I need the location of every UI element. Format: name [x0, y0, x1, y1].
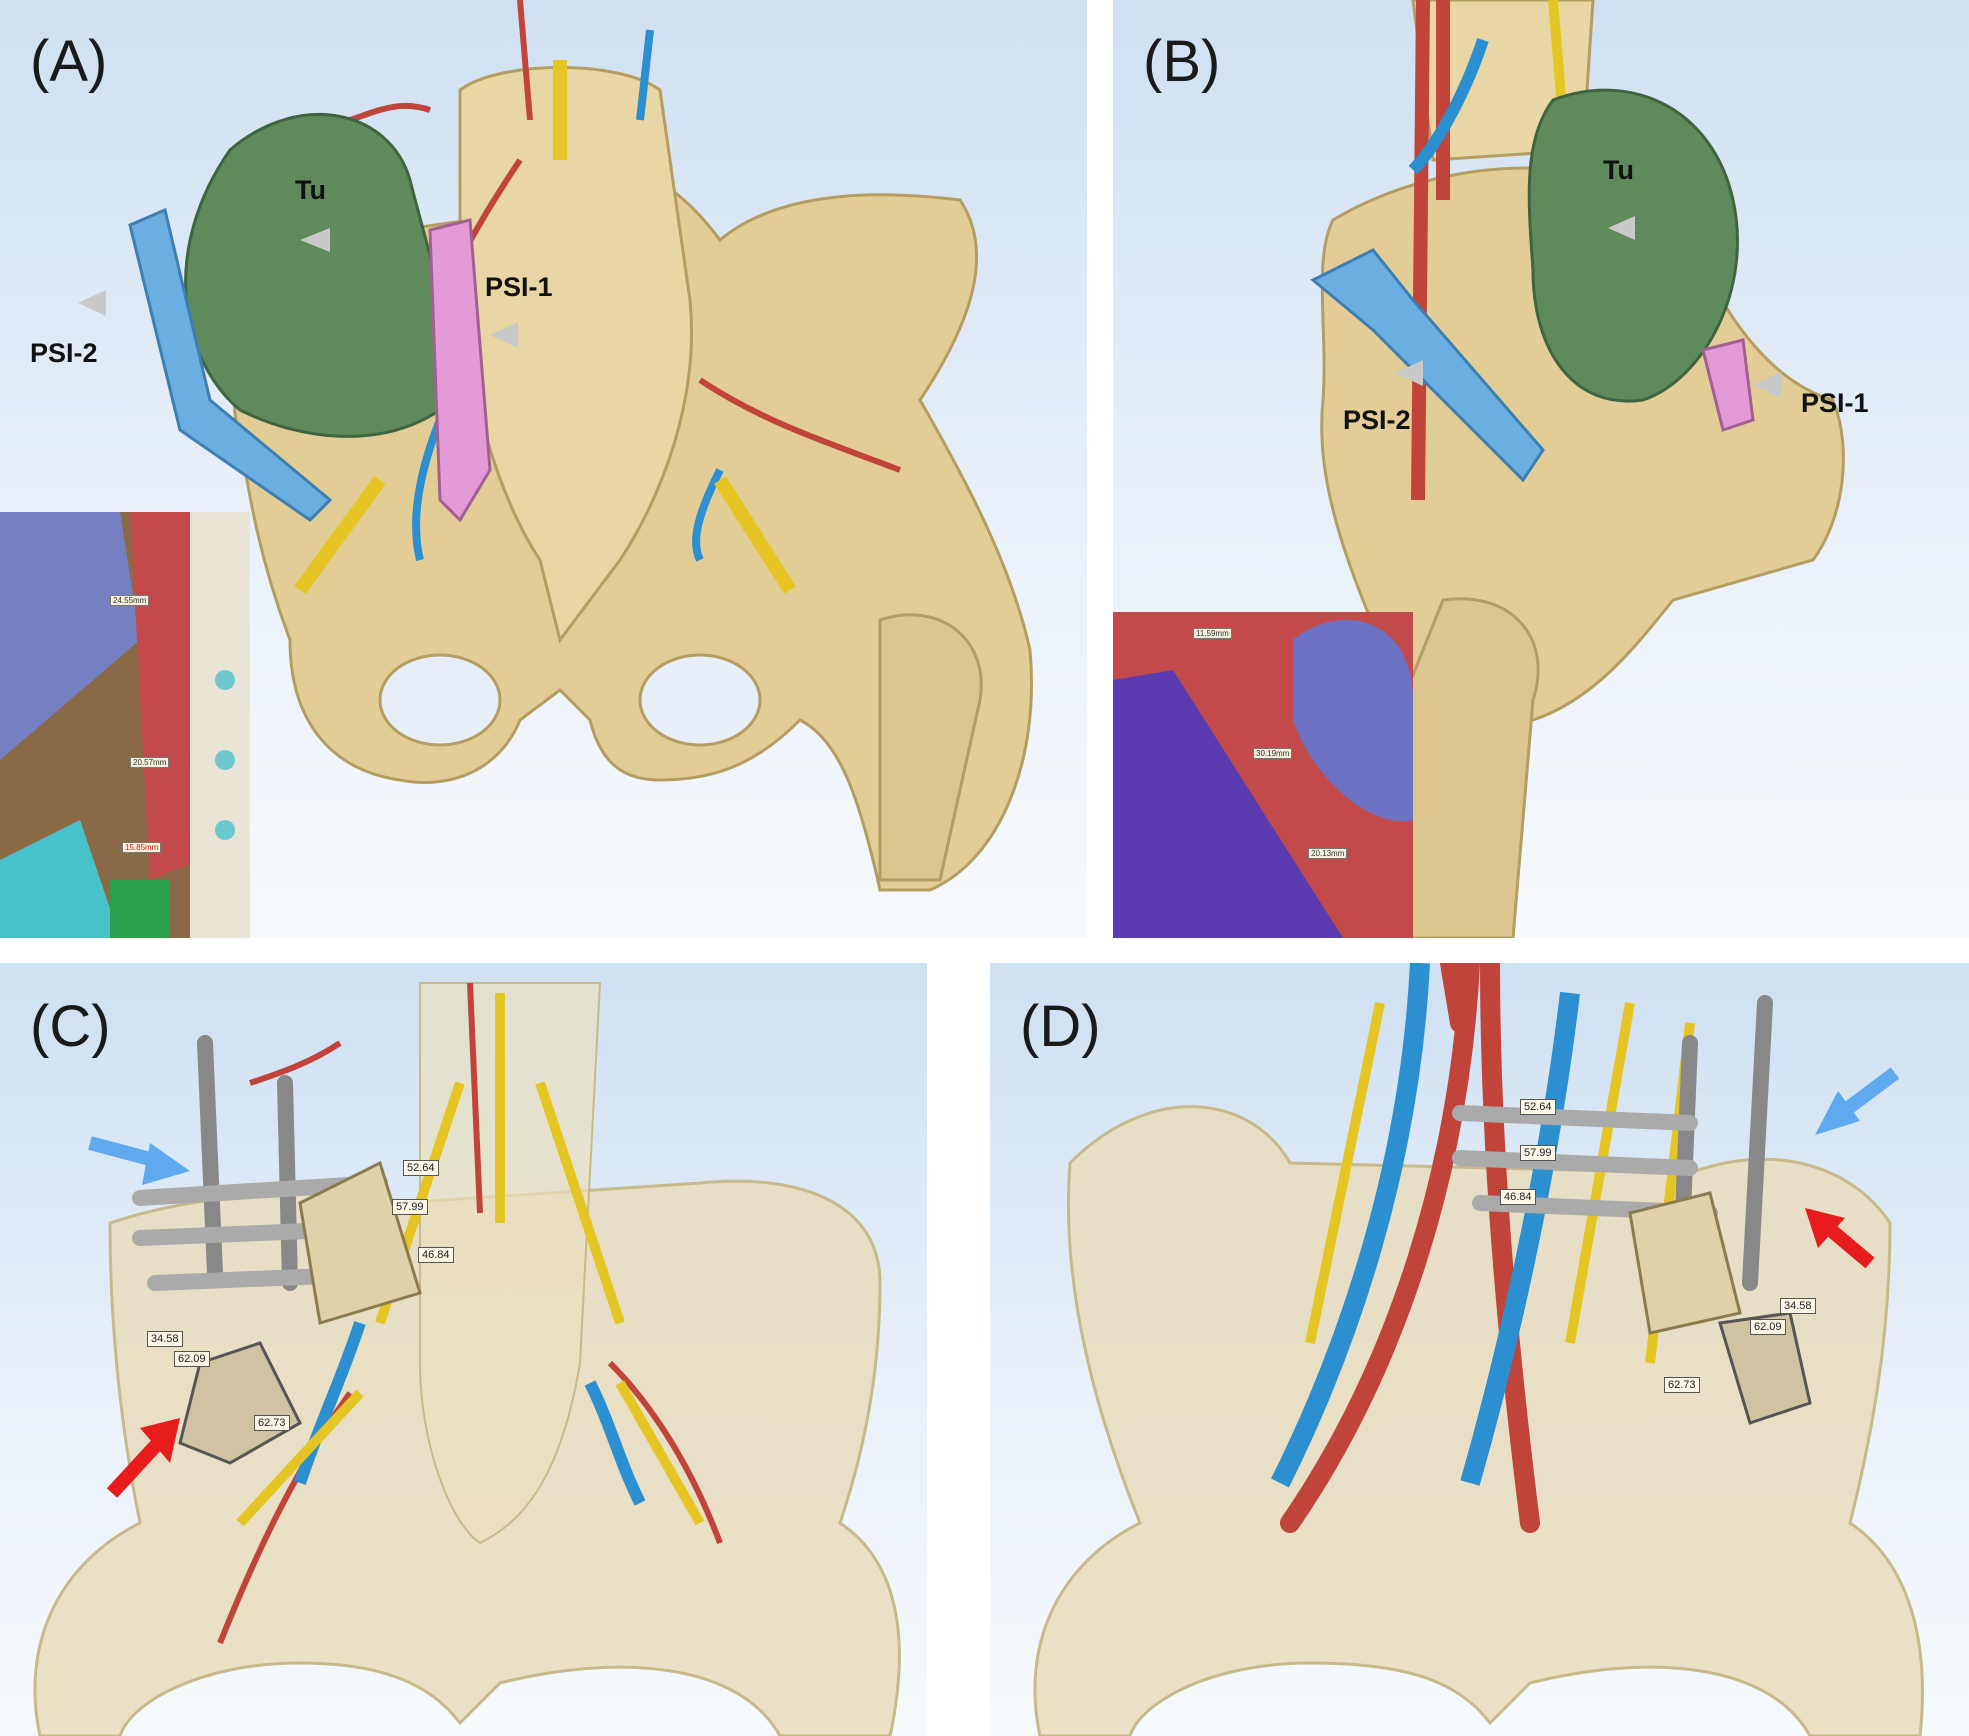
measurement-box: 57.99 [392, 1199, 428, 1215]
psi-1-pointer [1753, 372, 1781, 398]
blue-arrow [1815, 1067, 1900, 1135]
panel-b: (B) Tu PSI-1 PSI-2 11.59mm 30.19mm 20.13… [1113, 0, 1969, 938]
measurement-box: 34.58 [147, 1331, 183, 1347]
vein [1271, 963, 1580, 1488]
psi-2-label: PSI-2 [30, 338, 98, 368]
psi-1-guide [1701, 338, 1755, 432]
psi-1-guide [428, 218, 492, 523]
panel-a: (A) Tu PSI-1 PSI-2 24.55mm 20.57mm 15.85… [0, 0, 1087, 938]
psi-1-label: PSI-1 [1801, 388, 1869, 418]
cutting-guide [1718, 1311, 1812, 1425]
artery [1411, 0, 1450, 501]
cutting-guide [178, 1341, 302, 1465]
resection-block [298, 1160, 422, 1325]
psi-1-pointer [490, 322, 518, 348]
panel-b-label: (B) [1143, 29, 1221, 94]
panel-b-inset [1113, 612, 1413, 938]
panel-a-inset [0, 512, 250, 938]
vein [412, 29, 724, 562]
red-arrow [106, 1418, 180, 1498]
measurement-box: 52.64 [1520, 1099, 1556, 1115]
right-obturator-foramen [638, 653, 762, 747]
vein [1408, 38, 1489, 175]
psi-2-pointer [1395, 360, 1423, 386]
tu-pointer [1608, 216, 1635, 240]
inset-measurement: 15.85mm [122, 842, 162, 853]
panel-c-illustration [33, 982, 901, 1736]
inset-measurement: 20.57mm [130, 757, 170, 768]
red-arrow [1805, 1208, 1875, 1269]
measurement-box: 46.84 [1500, 1189, 1536, 1205]
panel-c: (C) 52.64 57.99 46.84 34.58 62.09 62.73 [0, 963, 927, 1736]
tumor-label: Tu [1603, 155, 1634, 185]
left-obturator-foramen [378, 653, 502, 747]
fixation-rods [1452, 995, 1773, 1291]
tumor [1527, 88, 1739, 403]
inset-measurement: 30.19mm [1253, 748, 1293, 759]
inset-measurement: 20.13mm [1308, 848, 1348, 859]
panel-c-label: (C) [30, 994, 111, 1059]
measurement-box: 62.09 [1750, 1319, 1786, 1335]
measurement-box: 34.58 [1780, 1298, 1816, 1314]
psi-2-pointer [78, 290, 106, 316]
tu-pointer [300, 228, 330, 252]
panel-d-illustration [1033, 963, 1924, 1736]
panel-b-illustration [1113, 0, 1845, 938]
psi-1-label: PSI-1 [485, 272, 553, 302]
artery [1280, 963, 1540, 1533]
psi-2-guide [128, 207, 333, 522]
psi-2-label: PSI-2 [1343, 405, 1411, 435]
panel-a-illustration [0, 0, 1034, 938]
panel-d-label: (D) [1020, 994, 1101, 1059]
femur [878, 613, 983, 882]
nerve [236, 993, 705, 1527]
measurement-box: 62.73 [1664, 1377, 1700, 1393]
inset-measurement: 11.59mm [1193, 628, 1232, 639]
measurement-box: 52.64 [403, 1160, 439, 1176]
tumor [184, 112, 449, 438]
measurement-box: 62.73 [254, 1415, 290, 1431]
femur [1401, 597, 1540, 938]
blue-arrow [88, 1136, 190, 1185]
measurement-box: 57.99 [1520, 1145, 1556, 1161]
measurement-box: 62.09 [174, 1351, 210, 1367]
nerve [294, 60, 796, 595]
resection-block [1628, 1191, 1742, 1335]
psi-2-guide [1310, 248, 1545, 483]
panel-a-label: (A) [30, 29, 108, 94]
artery [217, 982, 723, 1645]
inset-measurement: 24.55mm [110, 595, 150, 606]
tumor-label: Tu [295, 175, 326, 205]
vein [294, 1321, 646, 1506]
measurement-box: 46.84 [418, 1247, 454, 1263]
panel-d: (D) 52.64 57.99 46.84 34.58 62.09 62.73 [990, 963, 1969, 1736]
